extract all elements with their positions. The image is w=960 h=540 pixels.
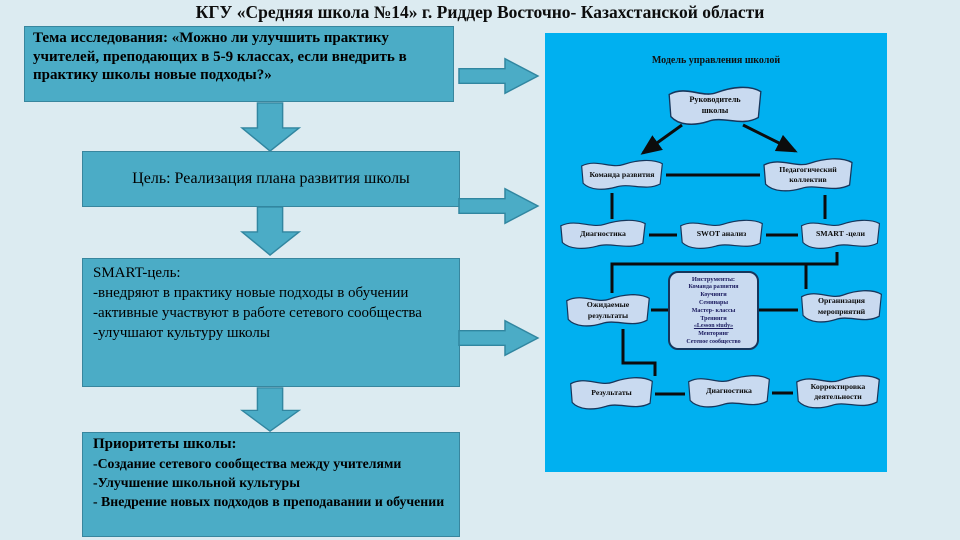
tools-item: Коучинги [700,292,727,299]
wave-shape-icon [668,86,762,125]
tools-item: Семинары [698,300,729,307]
school-management-diagram: Модель управления школой Руководитель шк… [545,33,887,472]
node-swot-analysis: SWOT анализ [677,217,766,252]
wave-shape-icon [680,219,763,249]
tools-item: Сетевое сообщество [686,339,741,346]
tools-item: Мастер- классы [691,307,736,314]
node-activity-correction: Корректировка деятельности [793,372,883,412]
research-topic-text: Тема исследования: «Можно ли улучшить пр… [33,30,407,84]
smart-goal-line: SMART-цель: [93,265,181,281]
wave-shape-icon [688,375,770,408]
node-teaching-staff: Педагогический коллектив [760,155,856,195]
node-label: Корректировка деятельности [810,381,866,401]
node-label: SMART -цели [815,229,866,239]
wave-shape-icon [800,219,881,249]
smart-goal-line: -активные участвуют в работе сетевого со… [93,305,422,321]
research-topic-box: Тема исследования: «Можно ли улучшить пр… [24,26,454,102]
priorities-box: Приоритеты школы: -Создание сетевого соо… [82,432,460,537]
wave-shape-icon [570,377,653,410]
connector-expected-results [621,329,657,376]
wave-shape-icon [581,159,663,190]
tools-item-lesson-study: «Lesson study» [693,323,734,330]
node-label: Организация мероприятий [817,296,866,316]
right-arrow-icon [458,319,540,357]
priorities-line: - Внедрение новых подходов в преподавани… [93,494,445,509]
smart-goal-box: SMART-цель: -внедряют в практику новые п… [82,258,460,387]
priorities-line: -Улучшение школьной культуры [93,475,300,490]
node-label: Диагностика [706,386,752,396]
right-arrow-icon [458,187,540,225]
down-arrow-2 [240,206,302,256]
node-label: Диагностика [580,229,626,239]
wave-shape-icon [796,375,880,409]
node-label: Ожидаемые результаты [586,300,630,320]
node-results: Результаты [567,374,656,413]
node-event-organization: Организация мероприятий [798,287,885,326]
right-arrow-1 [458,56,540,96]
connector-head-staff [742,123,798,153]
down-arrow-1 [240,102,302,152]
smart-goal-line: -улучшают культуру школы [93,325,270,341]
down-arrow-3 [240,387,302,432]
node-label: Руководитель школы [689,95,741,115]
goal-box: Цель: Реализация плана развития школы [82,151,460,207]
node-school-head: Руководитель школы [665,83,765,129]
wave-shape-icon [566,294,650,327]
tools-title: Инструменты: [691,276,736,283]
right-arrow-icon [458,57,540,95]
priorities-line: -Создание сетевого сообщества между учит… [93,456,402,471]
smart-goal-line: -внедряют в практику новые подходы в обу… [93,285,409,301]
tools-box: Инструменты: Команда развития Коучинги С… [668,271,759,350]
connector-smart-expected [610,252,839,293]
node-label: Команда развития [589,169,655,179]
tools-item: Команда развития [688,284,739,291]
diagram-title: Модель управления школой [651,55,781,66]
down-arrow-icon [240,102,302,152]
slide-title: КГУ «Средняя школа №14» г. Риддер Восточ… [195,2,765,22]
node-label: Результаты [591,388,632,398]
down-arrow-icon [240,206,302,256]
node-expected-results: Ожидаемые результаты [563,291,653,330]
right-arrow-2 [458,186,540,226]
diagram-connectors [610,123,839,396]
node-smart-goals: SMART -цели [798,217,883,252]
tools-item: Тренинги [700,315,727,322]
goal-text: Цель: Реализация плана развития школы [132,170,410,187]
wave-shape-icon [763,158,853,192]
priorities-title: Приоритеты школы: [93,436,237,452]
node-label: Педагогический коллектив [779,164,837,184]
node-diagnostics-top: Диагностика [557,217,649,252]
wave-shape-icon [801,290,882,323]
down-arrow-icon [240,387,302,432]
node-diagnostics-bottom: Диагностика [685,372,773,411]
right-arrow-3 [458,318,540,358]
node-development-team: Команда развития [578,157,666,193]
tools-item: Менторинг [698,331,729,338]
wave-shape-icon [560,219,646,249]
node-label: SWOT анализ [696,229,747,239]
connector-head-devteam [640,123,683,155]
